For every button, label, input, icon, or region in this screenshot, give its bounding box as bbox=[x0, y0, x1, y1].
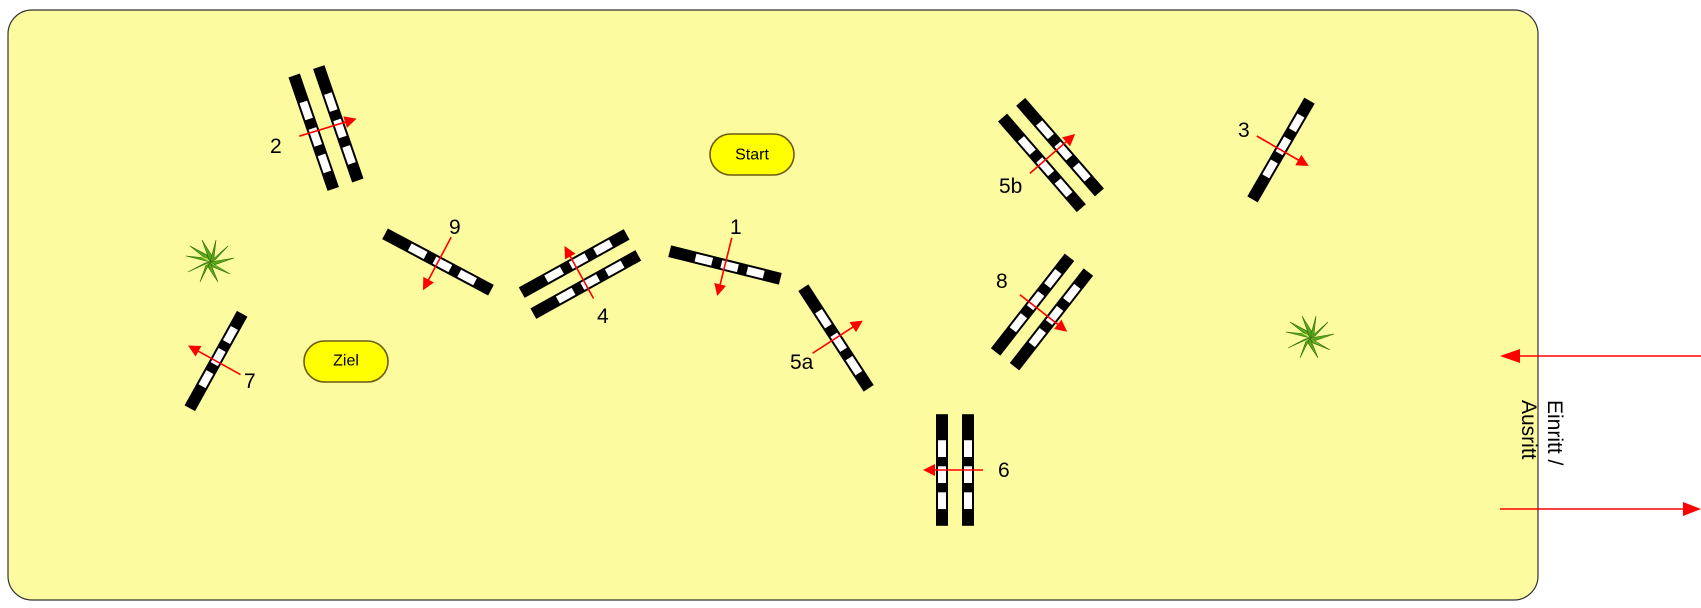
obstacle-label-1: 1 bbox=[730, 216, 742, 239]
entrance-label-line2: Ausritt bbox=[1517, 400, 1540, 460]
entrance-label-line1: Einritt / bbox=[1543, 400, 1566, 466]
finish-label: Ziel bbox=[333, 353, 359, 370]
entrance-label: Einritt / Ausritt bbox=[1517, 400, 1566, 466]
obstacle-label-4: 4 bbox=[597, 305, 609, 328]
entrance-arrow bbox=[1500, 349, 1701, 363]
obstacle-label-5a: 5a bbox=[790, 351, 814, 374]
finish-marker: Ziel bbox=[303, 340, 389, 383]
obstacle-label-8: 8 bbox=[996, 270, 1008, 293]
start-marker: Start bbox=[709, 133, 795, 176]
obstacle-label-3: 3 bbox=[1238, 119, 1250, 142]
exit-arrow bbox=[1500, 502, 1701, 516]
start-label: Start bbox=[735, 147, 769, 164]
obstacle-label-6: 6 bbox=[998, 459, 1010, 482]
obstacle-label-9: 9 bbox=[449, 216, 461, 239]
arena-area bbox=[7, 9, 1539, 601]
obstacle-label-5b: 5b bbox=[999, 175, 1022, 198]
obstacle-label-2: 2 bbox=[270, 135, 282, 158]
obstacle-label-7: 7 bbox=[244, 370, 256, 393]
